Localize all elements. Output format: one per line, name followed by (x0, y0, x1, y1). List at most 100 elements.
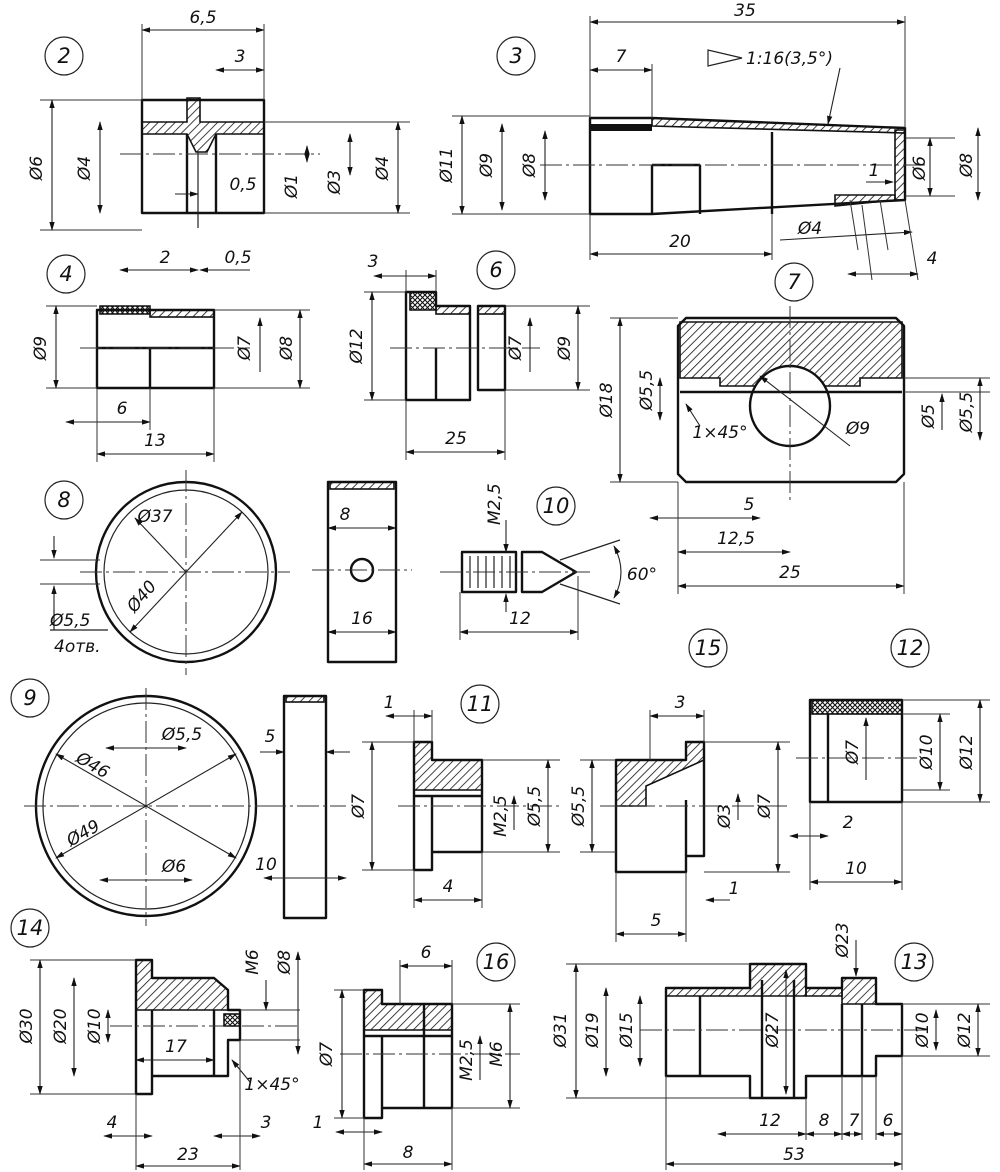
detail-7-dim-label: Ø18 (597, 382, 617, 418)
detail-14-dim-label: 1×45° (244, 1075, 299, 1095)
detail-13-dim-label: 8 (819, 1111, 830, 1131)
detail-4-section (149, 309, 215, 318)
detail-6-dim-label: Ø7 (506, 336, 526, 361)
detail-9-dim-label: 10 (255, 855, 277, 875)
detail-7-leader (685, 403, 701, 427)
detail-13-dim-label: 7 (849, 1111, 860, 1131)
detail-9-dim-label: Ø6 (161, 857, 186, 877)
detail-7-dim-label: 5 (744, 495, 755, 515)
detail-2-body-outline (140, 98, 266, 215)
detail-12-number-circle (890, 628, 930, 668)
detail-11-section (413, 741, 483, 791)
detail-14-dim-label: M6 (243, 949, 263, 975)
detail-6-section (435, 305, 471, 315)
detail-12-number: 12 (897, 636, 924, 660)
detail-2-dim-label: 0,5 (224, 248, 251, 268)
detail-15: 15 3 Ø5,5 Ø3 Ø7 1 5 (569, 628, 790, 942)
detail-11-dim-label: 4 (443, 877, 454, 897)
detail-2-section (141, 97, 265, 153)
detail-15-dim-label: 3 (675, 693, 686, 713)
detail-13-dim-label: Ø10 (913, 1012, 933, 1048)
detail-3-bore-line (590, 124, 652, 131)
detail-12-knurl (811, 699, 903, 715)
detail-14-dim-label: Ø10 (85, 1008, 105, 1044)
detail-3-dim-label: 7 (616, 47, 627, 67)
detail-14-leader (231, 1059, 251, 1083)
detail-4-dim-label: Ø9 (31, 336, 51, 361)
detail-7-dim-label: 1×45° (692, 423, 747, 443)
detail-2-dim-label: Ø6 (27, 156, 47, 181)
detail-16-dim-label: 8 (403, 1143, 414, 1163)
detail-7: 7 Ø18 Ø5,5 1×45° Ø9 Ø5 Ø5,5 5 12,5 25 (597, 262, 990, 594)
detail-8-dim-label: Ø5,5 (49, 611, 90, 631)
detail-7-number-circle (774, 262, 814, 302)
detail-9-section (285, 695, 325, 703)
detail-15-dim-label: Ø7 (755, 794, 775, 819)
detail-13-dim-label: Ø12 (955, 1012, 975, 1048)
detail-16-dim-label: M2,5 (457, 1039, 477, 1081)
detail-4-number: 4 (59, 262, 72, 286)
detail-6-number-circle (476, 250, 516, 290)
detail-7-leader (759, 375, 851, 447)
detail-8-dim-label: 4отв. (54, 637, 101, 657)
detail-11-dim-label: Ø7 (349, 794, 369, 819)
detail-3-dim-label: Ø8 (520, 153, 540, 178)
detail-15-number: 15 (695, 636, 722, 660)
detail-14: 14 Ø30 Ø20 Ø10 M6 Ø8 17 1×45° 4 3 23 (10, 908, 301, 1170)
detail-11-number: 11 (467, 692, 494, 716)
detail-3-section-bottom (834, 194, 896, 207)
detail-4-dim-label: 6 (117, 399, 128, 419)
detail-4-dim-label: Ø8 (277, 336, 297, 361)
detail-10-dim-angle (613, 545, 622, 599)
detail-11: 11 1 Ø7 M2,5 Ø5,5 4 (349, 684, 560, 908)
detail-7-dim-label: Ø5,5 (637, 370, 657, 411)
detail-11-dim-label: 1 (384, 693, 395, 713)
detail-6-knurl (409, 291, 437, 311)
detail-3-dim-label: Ø8 (957, 153, 977, 178)
detail-2-dim-label: Ø1 (282, 174, 302, 199)
detail-3-dim-label: 1 (869, 161, 880, 181)
detail-7-dim-label: 25 (779, 563, 801, 583)
detail-13-section-2 (841, 977, 877, 1005)
detail-10-angle-line-2 (559, 583, 621, 605)
detail-11-number-circle (460, 684, 500, 724)
detail-3-number: 3 (509, 44, 522, 68)
detail-14-dim-label: Ø20 (51, 1008, 71, 1044)
detail-6: 6 3 Ø12 Ø7 Ø9 25 (347, 250, 590, 460)
detail-3-dim-label: 35 (734, 1, 756, 21)
detail-4-knurl (99, 305, 151, 315)
detail-15-section (615, 741, 705, 807)
detail-12: 12 Ø7 Ø10 Ø12 2 10 (789, 628, 990, 890)
detail-7-section (679, 321, 903, 387)
detail-10-dim-label: 12 (509, 609, 531, 629)
detail-2-dim-label: 6,5 (189, 8, 216, 28)
detail-3-dim-label: Ø6 (910, 156, 930, 181)
detail-13-section-3 (805, 987, 843, 997)
detail-12-dim-label: 2 (843, 813, 854, 833)
detail-2-dim-label: 2 (160, 248, 171, 268)
detail-9-dim-label: 5 (265, 727, 276, 747)
detail-16-section (363, 989, 453, 1031)
detail-4-number-circle (46, 254, 86, 294)
detail-3-taper-symbol (707, 49, 743, 67)
detail-9: 9 Ø5,5 Ø46 Ø49 Ø6 5 10 (10, 678, 350, 926)
detail-9-number: 9 (23, 686, 36, 710)
detail-7-dim-label: Ø5,5 (957, 392, 977, 433)
detail-6-dim-label: 25 (445, 429, 467, 449)
detail-3-ext (879, 199, 889, 251)
detail-2-dim-label: 3 (235, 47, 246, 67)
detail-2-dim-label: Ø4 (75, 156, 95, 181)
detail-10-thread-body (460, 550, 518, 594)
detail-16-number: 16 (483, 950, 510, 974)
detail-10-dim-label: M2,5 (485, 483, 505, 525)
detail-15-dim-label: Ø5,5 (569, 786, 589, 827)
detail-16-dim-label: Ø7 (317, 1042, 337, 1067)
detail-3-ext (904, 199, 919, 281)
detail-2-dim-label: Ø4 (373, 156, 393, 181)
detail-7-dim-label: Ø5 (919, 404, 939, 429)
detail-3-leader (827, 67, 841, 125)
detail-10-number-circle (536, 486, 576, 526)
detail-8: 8 Ø37 Ø40 Ø5,5 4отв. 8 16 (40, 470, 412, 675)
detail-13-number: 13 (901, 950, 928, 974)
